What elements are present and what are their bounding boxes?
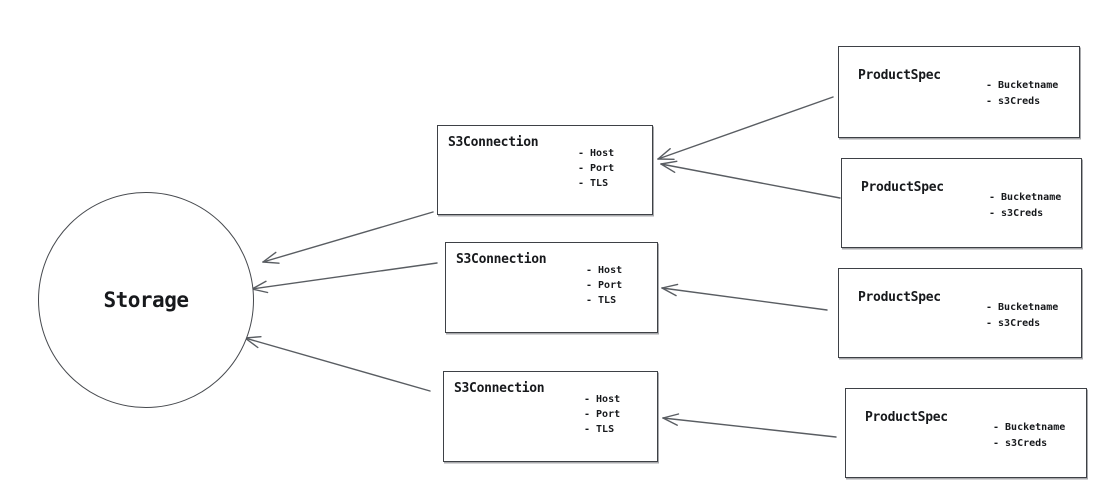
- node-title: ProductSpec: [865, 410, 948, 425]
- arrow-shaft: [657, 96, 834, 160]
- arrow-head-barb: [662, 413, 680, 419]
- node-attributes: - Bucketname - s3Creds: [989, 190, 1061, 222]
- arrow-head-barb: [251, 288, 269, 294]
- node-attributes: - Bucketname - s3Creds: [993, 420, 1065, 452]
- arrow-head-barb: [251, 280, 267, 290]
- node-productspec-box[interactable]: ProductSpec - Bucketname - s3Creds: [838, 268, 1082, 358]
- arrow-ps2-to-s3c1[interactable]: [660, 160, 841, 199]
- arrow-shaft: [262, 211, 434, 263]
- node-s3connection-box[interactable]: S3Connection - Host - Port - TLS: [445, 242, 658, 333]
- node-attributes: - Bucketname - s3Creds: [986, 78, 1058, 110]
- attribute-line: - Bucketname: [986, 80, 1059, 91]
- arrow-head-barb: [661, 283, 679, 289]
- attribute-line: - Port: [586, 280, 623, 291]
- attribute-line: - Port: [584, 409, 621, 420]
- arrow-shaft: [661, 287, 828, 311]
- node-title: S3Connection: [454, 381, 545, 396]
- arrow-shaft: [251, 262, 438, 290]
- arrow-ps3-to-s3c2[interactable]: [661, 283, 828, 311]
- node-attributes: - Host - Port - TLS: [586, 263, 622, 308]
- attribute-line: - Bucketname: [993, 422, 1066, 433]
- arrow-shaft: [660, 163, 841, 199]
- arrow-head-barb: [262, 251, 277, 263]
- attribute-line: - s3Creds: [986, 96, 1041, 107]
- node-productspec-box[interactable]: ProductSpec - Bucketname - s3Creds: [841, 158, 1082, 248]
- node-attributes: - Host - Port - TLS: [584, 392, 620, 437]
- attribute-line: - s3Creds: [989, 208, 1044, 219]
- arrow-head-barb: [660, 160, 678, 165]
- node-storage-circle[interactable]: Storage: [38, 192, 254, 408]
- arrow-ps1-to-s3c1[interactable]: [657, 96, 834, 161]
- node-title: ProductSpec: [861, 180, 944, 195]
- arrow-shaft: [662, 417, 837, 438]
- arrow-head-barb: [244, 337, 259, 349]
- node-title: S3Connection: [456, 252, 547, 267]
- attribute-line: - TLS: [586, 295, 617, 306]
- node-title: ProductSpec: [858, 68, 941, 83]
- node-s3connection-box[interactable]: S3Connection - Host - Port - TLS: [443, 371, 658, 462]
- node-s3connection-box[interactable]: S3Connection - Host - Port - TLS: [437, 125, 653, 215]
- node-attributes: - Bucketname - s3Creds: [986, 300, 1058, 332]
- attribute-line: - Host: [578, 148, 615, 159]
- attribute-line: - Host: [586, 265, 623, 276]
- arrow-head-barb: [660, 163, 676, 174]
- attribute-line: - TLS: [578, 178, 609, 189]
- arrow-head-barb: [657, 147, 671, 160]
- node-productspec-box[interactable]: ProductSpec - Bucketname - s3Creds: [845, 388, 1087, 478]
- arrow-head-barb: [262, 261, 280, 264]
- arrow-s3c1-to-storage[interactable]: [262, 211, 434, 264]
- arrow-s3c3-to-storage[interactable]: [244, 336, 431, 392]
- attribute-line: - Bucketname: [986, 302, 1059, 313]
- attribute-line: - s3Creds: [993, 438, 1048, 449]
- node-title: ProductSpec: [858, 290, 941, 305]
- attribute-line: - Port: [578, 163, 615, 174]
- attribute-line: - TLS: [584, 424, 615, 435]
- arrow-s3c2-to-storage[interactable]: [251, 262, 438, 294]
- node-label: Storage: [103, 288, 189, 312]
- arrow-head-barb: [662, 417, 678, 426]
- node-title: S3Connection: [448, 135, 539, 150]
- arrow-shaft: [244, 337, 431, 392]
- arrow-ps4-to-s3c3[interactable]: [662, 413, 837, 438]
- attribute-line: - Host: [584, 394, 621, 405]
- node-attributes: - Host - Port - TLS: [578, 146, 614, 191]
- arrow-head-barb: [661, 287, 677, 297]
- attribute-line: - s3Creds: [986, 318, 1041, 329]
- node-productspec-box[interactable]: ProductSpec - Bucketname - s3Creds: [838, 46, 1080, 138]
- attribute-line: - Bucketname: [989, 192, 1062, 203]
